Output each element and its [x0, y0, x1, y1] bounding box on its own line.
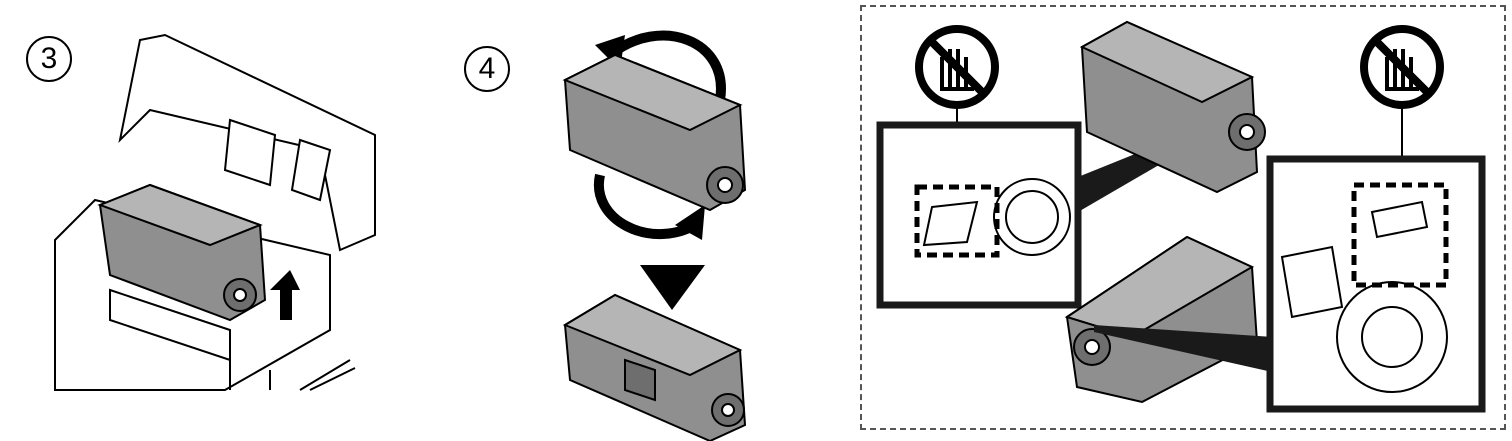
step-4-badge: 4	[464, 46, 510, 92]
printer-top-cover	[118, 33, 376, 252]
zoom-frame-left	[876, 121, 1082, 309]
rotation-arrow-icon	[593, 30, 726, 240]
no-touch-icon	[1360, 25, 1444, 185]
step-3-number: 3	[40, 42, 58, 75]
step-4-number: 4	[478, 52, 496, 85]
rotation-arrowhead-bottom	[675, 205, 705, 240]
toner-container-step3	[97, 183, 267, 322]
do-not-touch-panel	[860, 5, 1506, 430]
down-triangle-icon	[640, 265, 705, 310]
lift-arrow-icon	[270, 270, 300, 320]
toner-container-top	[1079, 20, 1266, 194]
toner-container-bottom	[1064, 235, 1259, 404]
step-3-badge: 3	[26, 36, 72, 82]
step-3-illustration	[54, 33, 376, 391]
toner-container-upper	[562, 53, 747, 212]
step-4-illustration	[562, 30, 747, 441]
zoom-frame-right	[1266, 155, 1486, 413]
zoom-beam-right	[1094, 325, 1272, 372]
do-not-touch-illustration	[876, 20, 1486, 413]
step-4-panel: 4	[440, 0, 820, 441]
step-3-panel: 3	[0, 0, 400, 441]
toner-container-lower	[562, 293, 747, 441]
